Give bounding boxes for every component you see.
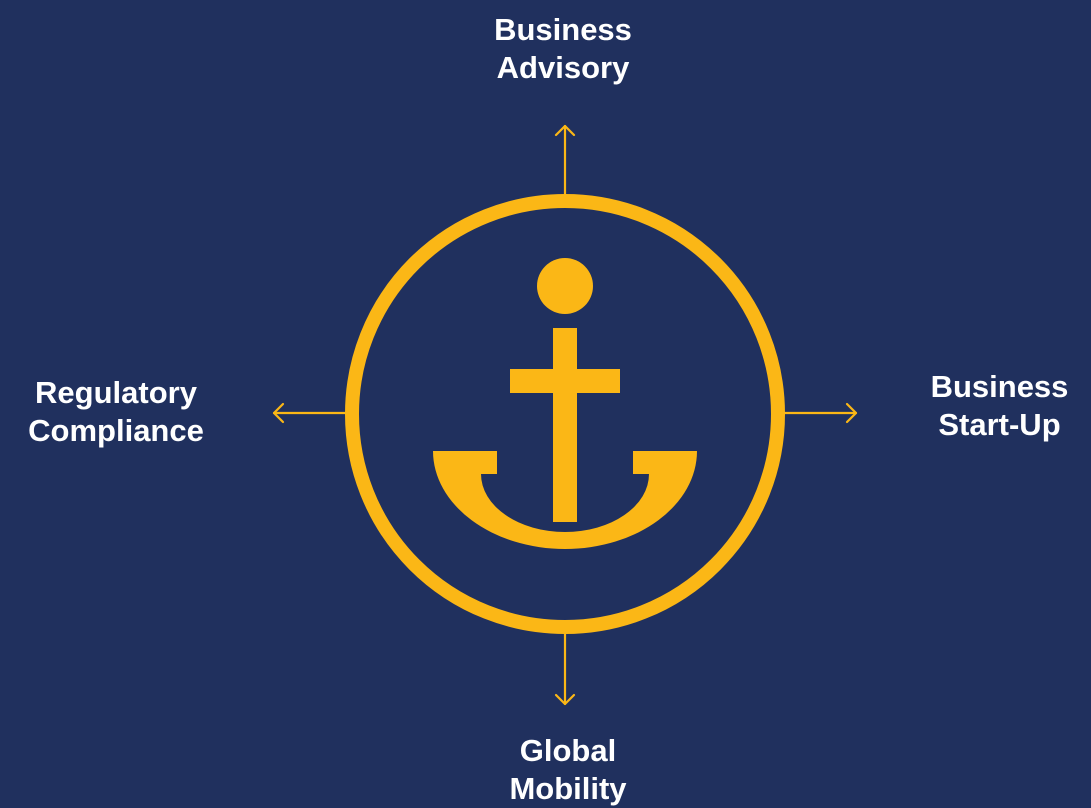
- anchor-icon: [433, 258, 697, 549]
- label-line: Advisory: [496, 50, 630, 85]
- label-line: Compliance: [28, 413, 204, 448]
- arrow-up: [554, 124, 576, 196]
- label-regulatory-compliance: Regulatory Compliance: [16, 374, 216, 450]
- label-business-start-up: Business Start-Up: [908, 368, 1091, 444]
- arrow-down: [554, 632, 576, 706]
- arrow-right: [783, 402, 858, 424]
- label-global-mobility: Global Mobility: [468, 732, 668, 808]
- arrow-left: [272, 402, 347, 424]
- label-line: Business: [494, 12, 632, 47]
- label-line: Global: [519, 733, 617, 768]
- label-line: Regulatory: [35, 375, 197, 410]
- ring-circle: [345, 194, 785, 634]
- label-line: Start-Up: [938, 407, 1061, 442]
- label-business-advisory: Business Advisory: [463, 11, 663, 87]
- label-line: Mobility: [509, 771, 627, 806]
- label-line: Business: [930, 369, 1069, 404]
